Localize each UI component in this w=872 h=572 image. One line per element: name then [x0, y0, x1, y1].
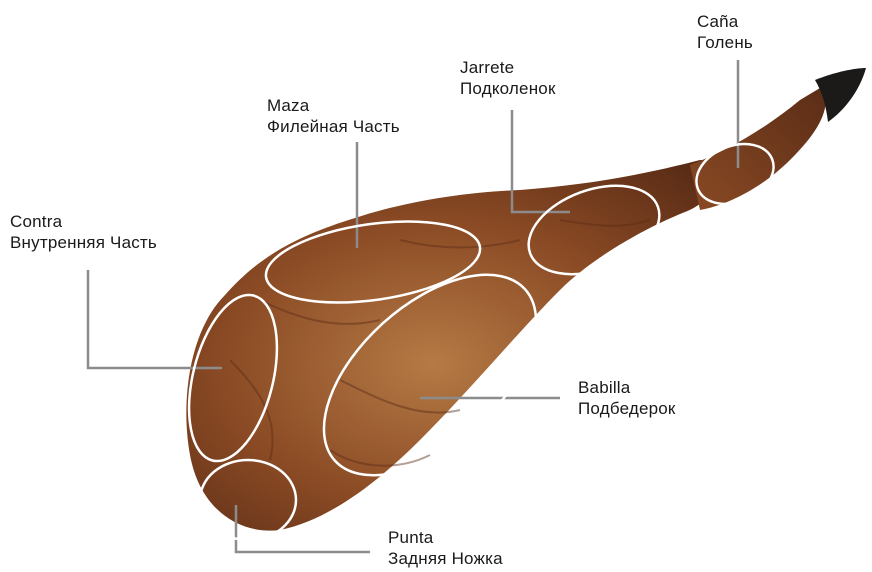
label-babilla-es: Babilla: [578, 377, 676, 398]
label-contra-es: Contra: [10, 211, 157, 232]
label-cana-es: Caña: [697, 11, 753, 32]
label-maza: Maza Филейная Часть: [267, 95, 400, 137]
label-babilla: Babilla Подбедерок: [578, 377, 676, 419]
ham-body: [186, 160, 735, 531]
label-punta-ru: Задняя Ножка: [388, 548, 503, 569]
label-maza-ru: Филейная Часть: [267, 116, 400, 137]
label-jarrete-es: Jarrete: [460, 57, 556, 78]
label-contra-ru: Внутренняя Часть: [10, 232, 157, 253]
label-punta-es: Punta: [388, 527, 503, 548]
label-contra: Contra Внутренняя Часть: [10, 211, 157, 253]
label-maza-es: Maza: [267, 95, 400, 116]
label-cana-ru: Голень: [697, 32, 753, 53]
label-jarrete: Jarrete Подколенок: [460, 57, 556, 99]
label-jarrete-ru: Подколенок: [460, 78, 556, 99]
label-cana: Caña Голень: [697, 11, 753, 53]
label-punta: Punta Задняя Ножка: [388, 527, 503, 569]
label-babilla-ru: Подбедерок: [578, 398, 676, 419]
